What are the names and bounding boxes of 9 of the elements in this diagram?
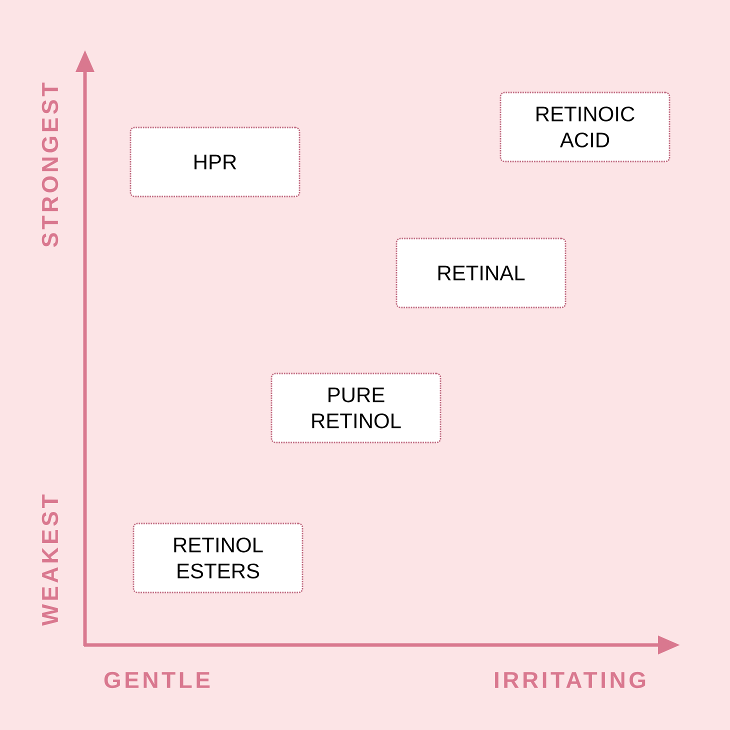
axis-label: STRONGEST [42,82,58,247]
axis-label: GENTLE [104,672,210,688]
compound-box: RETINAL [396,238,566,308]
compound-box: RETINOIC ACID [500,92,670,162]
compound-box: RETINOL ESTERS [132,522,304,594]
compound-box: PURE RETINOL [270,372,442,444]
axis-label: WEAKEST [42,494,58,626]
axis-label: IRRITATING [495,672,646,688]
compound-box: HPR [130,126,300,198]
